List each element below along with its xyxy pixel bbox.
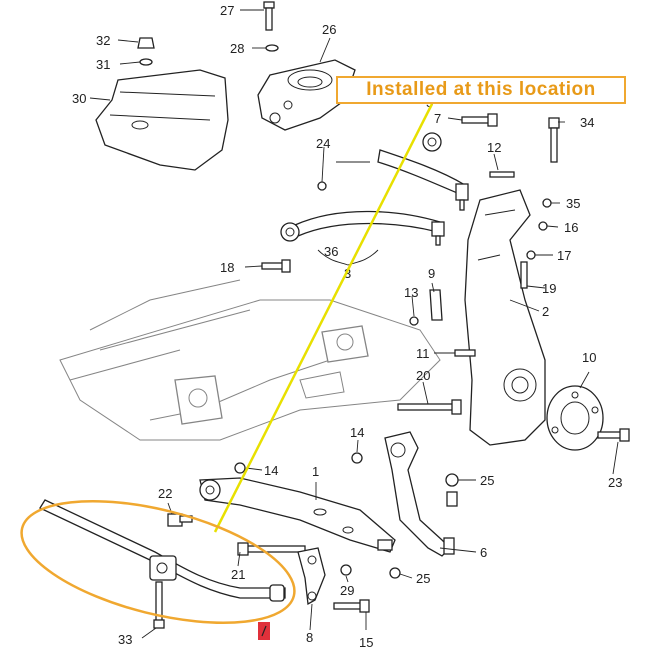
label-14-upper: 14 <box>350 425 364 440</box>
ball-joint-25 <box>445 473 459 507</box>
sensor-9 <box>429 289 443 321</box>
nut-32 <box>137 37 155 49</box>
leader-lines <box>89 9 619 639</box>
bolt-13 <box>409 316 419 326</box>
bolt-20 <box>397 399 462 415</box>
label-13: 13 <box>404 285 418 300</box>
label-31: 31 <box>96 57 110 72</box>
label-24: 24 <box>316 136 330 151</box>
label-36: 36 <box>324 244 338 259</box>
bolt-33 <box>153 581 165 629</box>
label-14-lower: 14 <box>264 463 278 478</box>
label-30: 30 <box>72 91 86 106</box>
stabilizer-bar <box>39 499 286 602</box>
label-10: 10 <box>582 350 596 365</box>
bolt-11 <box>454 349 476 357</box>
label-12: 12 <box>487 140 501 155</box>
part-labels: 27 28 26 32 31 30 5 7 34 24 12 35 16 36 … <box>72 3 622 650</box>
label-6: 6 <box>480 545 487 560</box>
label-33: 33 <box>118 632 132 647</box>
bolt-27 <box>263 1 275 31</box>
nut-14-lower <box>234 462 246 474</box>
label-17: 17 <box>557 248 571 263</box>
bolt-21 <box>237 542 306 556</box>
label-7: 7 <box>434 111 441 126</box>
washer-31 <box>139 58 153 66</box>
label-1: 1 <box>312 464 319 479</box>
bolt-34 <box>548 117 560 163</box>
label-25-upper: 25 <box>480 473 494 488</box>
pointer-line <box>213 103 434 533</box>
label-22: 22 <box>158 486 172 501</box>
location-marker <box>258 622 270 640</box>
label-35: 35 <box>566 196 580 211</box>
label-16: 16 <box>564 220 578 235</box>
callout-text: Installed at this location <box>366 79 596 100</box>
nut-24 <box>317 181 327 191</box>
highlight-ellipse <box>20 499 296 625</box>
label-11: 11 <box>416 346 430 361</box>
label-27: 27 <box>220 3 234 18</box>
nut-17 <box>526 250 536 260</box>
upper-link-3 <box>280 210 445 246</box>
label-19: 19 <box>542 281 556 296</box>
label-2: 2 <box>542 304 549 319</box>
wheel-bearing-housing-2 <box>464 189 546 446</box>
label-28: 28 <box>230 41 244 56</box>
label-20: 20 <box>416 368 430 383</box>
label-9: 9 <box>428 266 435 281</box>
wheel-hub-10 <box>546 385 604 451</box>
label-26: 26 <box>322 22 336 37</box>
nut-29 <box>340 564 352 576</box>
label-15: 15 <box>359 635 373 650</box>
nut-25-lower <box>389 567 401 579</box>
bolt-7 <box>461 113 498 127</box>
strut-mount-26 <box>257 59 356 131</box>
label-25-lower: 25 <box>416 571 430 586</box>
label-32: 32 <box>96 33 110 48</box>
subframe <box>59 279 441 441</box>
label-8: 8 <box>306 630 313 645</box>
nut-16 <box>538 221 548 231</box>
washer-28 <box>265 44 279 52</box>
label-21: 21 <box>231 567 245 582</box>
callout-box: Installed at this location <box>336 76 626 104</box>
label-29: 29 <box>340 583 354 598</box>
bolt-15 <box>333 599 370 613</box>
coupling-rod-8 <box>297 547 326 606</box>
lower-arm-1 <box>199 477 396 553</box>
label-18: 18 <box>220 260 234 275</box>
heat-shield-30 <box>95 69 229 171</box>
bolt-18 <box>261 259 291 273</box>
bolt-12 <box>489 171 515 178</box>
upper-link-5 <box>377 132 469 211</box>
label-3: 3 <box>344 266 351 281</box>
lower-link-4 <box>384 431 455 557</box>
label-23: 23 <box>608 475 622 490</box>
bolt-19 <box>520 261 528 289</box>
nut-14-upper <box>351 452 363 464</box>
bolt-23 <box>597 428 630 442</box>
label-34: 34 <box>580 115 594 130</box>
nut-35 <box>542 198 552 208</box>
